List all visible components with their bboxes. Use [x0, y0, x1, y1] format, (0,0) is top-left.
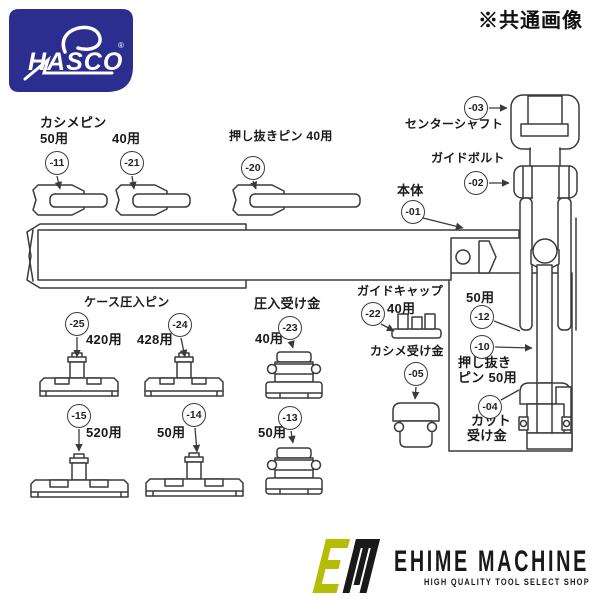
- p21-use-label: 40用: [112, 131, 141, 146]
- p15-use-label: 520用: [86, 425, 122, 440]
- pressfit-ukegane-40-drawing: [265, 351, 323, 399]
- callout-05: -05: [404, 362, 428, 386]
- hasco-logo-bg: [9, 9, 133, 92]
- guide-cap-title: ガイドキャップ: [357, 284, 444, 298]
- guide-cap-drawing: [391, 313, 442, 339]
- case-pin-420-drawing: [39, 352, 119, 397]
- leader-lines: [54, 104, 533, 453]
- callout-02: -02: [464, 171, 488, 195]
- em-mark-e: [312, 539, 350, 593]
- callout-04: -04: [478, 395, 502, 419]
- callout-13: -13: [278, 406, 302, 430]
- callout-22: -22: [361, 302, 385, 326]
- pressfit-ukegane-title: 圧入受け金: [254, 296, 321, 311]
- guide-bolt-label: ガイドボルト: [431, 151, 505, 165]
- tool-assembly-drawing: [510, 94, 580, 450]
- hasco-swoosh-underline: [23, 55, 114, 81]
- shop-name: EHIME MACHINE: [394, 545, 589, 578]
- hasco-reg-mark: ®: [118, 41, 124, 50]
- case-pressfit-pin-title: ケース圧入ピン: [84, 295, 170, 309]
- case-pin-428-drawing: [144, 352, 224, 397]
- case-pin-50-drawing: [145, 452, 244, 497]
- hasco-swoosh-loop: [61, 25, 102, 54]
- case-pin-520-drawing: [30, 453, 129, 498]
- center-shaft-label: センターシャフト: [405, 117, 504, 131]
- callout-01: -01: [401, 200, 425, 224]
- oshinuki-pin-40-title: 押し抜きピン 40用: [229, 129, 333, 143]
- hasco-logo: HASCO ®: [8, 8, 134, 98]
- p23-use-label: 40用: [255, 331, 284, 346]
- body-bar-drawing: [26, 223, 520, 289]
- callout-24: -24: [168, 313, 192, 337]
- kashime-ukegane-title: カシメ受け金: [370, 344, 444, 358]
- kashime-ukegane-drawing: [392, 402, 440, 448]
- p10-name-line2: ピン 50用: [458, 370, 517, 385]
- ehime-machine-logo-mark: [312, 538, 382, 600]
- em-mark-m: [342, 539, 380, 593]
- kashime-pin-50-drawing: [32, 184, 108, 216]
- body-label: 本体: [397, 183, 424, 198]
- callout-12: -12: [470, 305, 494, 329]
- p22-use-label: 40用: [387, 301, 416, 316]
- p14-use-label: 50用: [157, 425, 186, 440]
- common-image-note: ※共通画像: [478, 10, 583, 32]
- callout-20: -20: [241, 156, 265, 180]
- callout-15: -15: [67, 404, 91, 428]
- callout-23: -23: [278, 316, 302, 340]
- callout-25: -25: [65, 312, 89, 336]
- p10-name-line1: 押し抜き: [458, 355, 512, 370]
- pressfit-ukegane-50-drawing: [265, 447, 323, 495]
- callout-03: -03: [464, 96, 488, 120]
- kashime-pin-40-drawing: [115, 184, 191, 216]
- kashime-pin-title: カシメピン: [40, 115, 107, 130]
- callout-11: -11: [45, 151, 69, 175]
- p24-use-label: 428用: [137, 332, 173, 347]
- p13-use-label: 50用: [258, 425, 287, 440]
- shop-tagline: HIGH QUALITY TOOL SELECT SHOP: [424, 577, 590, 588]
- callout-21: -21: [120, 151, 144, 175]
- p04-name-line1: カット: [471, 413, 511, 428]
- p25-use-label: 420用: [86, 332, 122, 347]
- callout-14: -14: [182, 403, 206, 427]
- oshinuki-pin-40-drawing: [232, 184, 361, 216]
- p12-use-label: 50用: [466, 290, 495, 305]
- p04-name-line2: 受け金: [467, 428, 507, 443]
- callout-10: -10: [470, 335, 494, 359]
- p11-use-label: 50用: [40, 131, 69, 146]
